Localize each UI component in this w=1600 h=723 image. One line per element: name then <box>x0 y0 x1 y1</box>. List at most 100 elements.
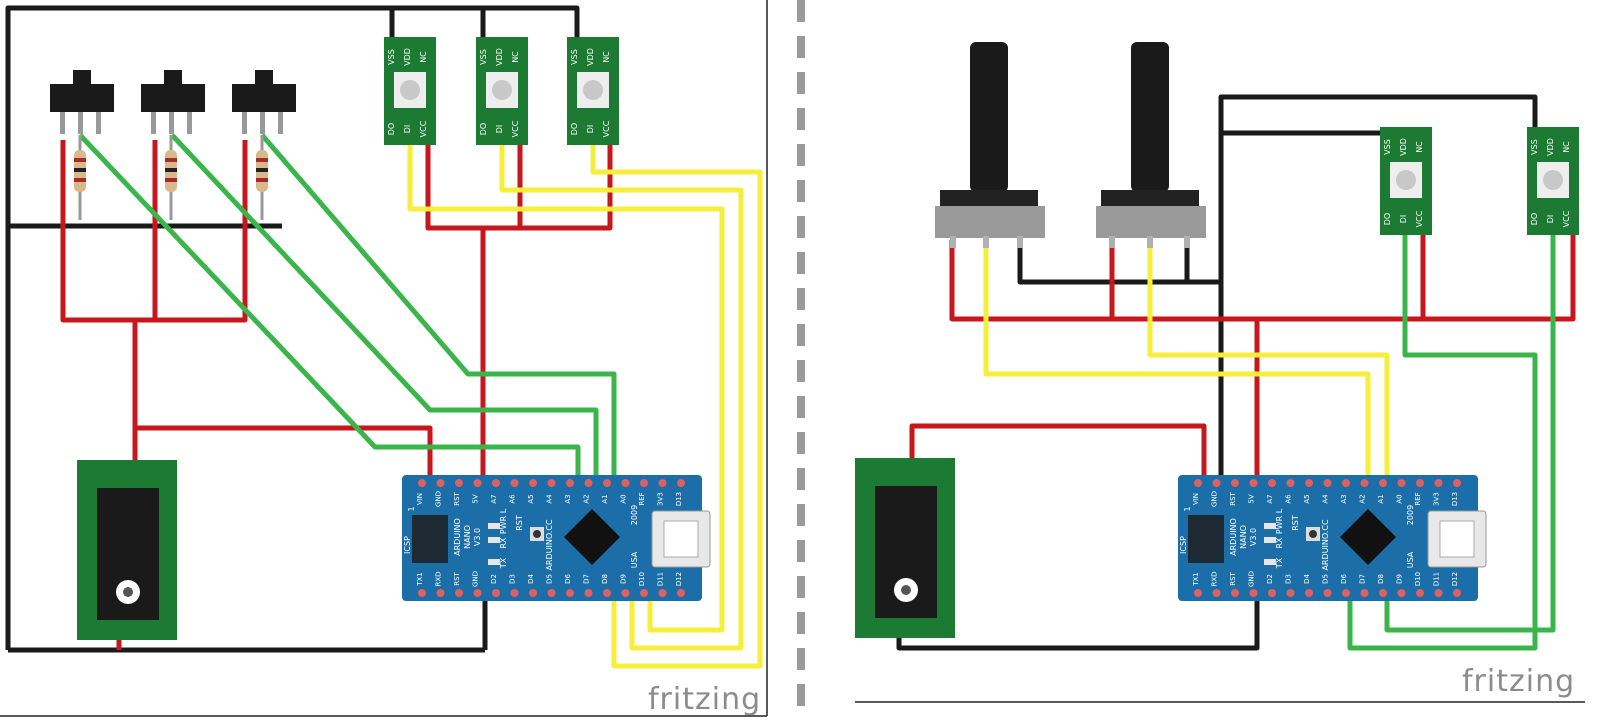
led-l3-pin-vcc: VCC <box>602 120 611 137</box>
nano-right-pin-dot-top <box>1434 479 1443 487</box>
nano-left-pin-a5: A5 <box>527 494 535 503</box>
led-module-l1 <box>384 37 436 145</box>
nano-left-pin-d2: D2 <box>490 574 498 584</box>
led-l3-pin-vss: VSS <box>570 49 579 65</box>
nano-left-pin-a4: A4 <box>546 494 554 504</box>
nano-right-pin-dot-bottom <box>1342 589 1350 597</box>
nano-right-label-l: L <box>1275 508 1284 513</box>
led-r1-pin-nc: NC <box>1415 141 1424 153</box>
nano-right-pin-dot-top <box>1305 479 1313 487</box>
nano-left-pin-a0: A0 <box>620 494 628 503</box>
nano-right-pin-d2: D2 <box>1266 574 1274 584</box>
resistor-1 <box>74 135 86 220</box>
nano-left-label-year: 2009 <box>630 505 639 525</box>
nano-right-pin-ref: REF <box>1414 492 1422 505</box>
led-module-r1 <box>1380 127 1432 235</box>
nano-left-pin-dot-bottom <box>492 589 500 597</box>
nano-right-pin-vin: VIN <box>1192 493 1200 505</box>
nano-right-label-icsp: ICSP <box>1179 536 1188 554</box>
led-l2-pin-vcc: VCC <box>511 120 520 137</box>
nano-left-pin-d12: D12 <box>675 572 683 586</box>
nano-left-pin-dot-top <box>640 479 648 487</box>
fritzing-logo-right: fritzing <box>1462 664 1576 699</box>
nano-right-pin-a6: A6 <box>1285 494 1293 504</box>
led-r1-pin-vdd: VDD <box>1399 138 1408 156</box>
nano-left-label-nano: NANO <box>463 525 472 549</box>
nano-left-pin-d5: D5 <box>546 574 554 584</box>
nano-right-pin-dot-bottom <box>1286 589 1295 597</box>
nano-left-pin-dot-bottom <box>455 589 463 597</box>
right-yellow-wires <box>983 240 1390 483</box>
nano-left-pin-dot-top <box>658 479 667 487</box>
right-black-wires <box>896 94 1538 651</box>
nano-right-pin-dot-bottom <box>1323 589 1332 597</box>
nano-right-label-usa: USA <box>1406 551 1415 568</box>
nano-left-pin-5v: 5V <box>472 494 480 503</box>
nano-right-label-nano: NANO <box>1239 525 1248 549</box>
led-l2-pin-vss: VSS <box>479 49 488 65</box>
nano-left-pin-rst: RST <box>453 491 461 505</box>
nano-left-pin-dot-top <box>436 479 445 487</box>
led-l1-pin-vcc: VCC <box>419 120 428 137</box>
nano-left-label-tx: TX <box>499 557 508 569</box>
nano-right-pin-tx1: TX1 <box>1192 572 1200 587</box>
nano-right-pin-dot-top <box>1286 479 1295 487</box>
nano-right-pin-dot-top <box>1231 479 1239 487</box>
nano-left-pin-d9: D9 <box>620 574 628 584</box>
nano-right-pin-d7: D7 <box>1359 574 1367 584</box>
nano-left-pin-a1: A1 <box>601 494 609 503</box>
led-l1-pin-vdd: VDD <box>403 48 412 66</box>
nano-right-pin-rst: RST <box>1229 571 1237 585</box>
nano-right-pin-dot-bottom <box>1360 589 1369 597</box>
power-jack-right <box>855 458 955 638</box>
led-r2-pin-vcc: VCC <box>1562 210 1571 227</box>
nano-left-label-usa: USA <box>630 551 639 568</box>
nano-left-pin-dot-bottom <box>658 589 667 597</box>
nano-left-pin-vin: VIN <box>416 493 424 505</box>
led-l2-pin-do: DO <box>479 123 488 135</box>
led-module-l3 <box>567 37 619 145</box>
nano-right-pin-dot-top <box>1342 479 1350 487</box>
nano-left-pin-dot-top <box>566 479 574 487</box>
nano-right-pin-dot-top <box>1453 479 1461 487</box>
potentiometer-2 <box>1096 42 1206 248</box>
nano-right-pin-dot-top <box>1249 479 1258 487</box>
switch-2 <box>141 70 205 134</box>
resistor-3 <box>256 135 268 220</box>
nano-right-pin-dot-top <box>1360 479 1369 487</box>
right-red-wires <box>909 228 1576 483</box>
nano-left-pin-dot-top <box>584 479 593 487</box>
nano-right-pin-a4: A4 <box>1322 494 1330 504</box>
nano-left-pin-d6: D6 <box>564 574 572 584</box>
nano-left-pin-3v3: 3V3 <box>657 492 665 506</box>
nano-right-pin-a5: A5 <box>1303 494 1311 503</box>
nano-right-label-year: 2009 <box>1406 505 1415 525</box>
nano-right-pin-d4: D4 <box>1303 574 1311 584</box>
led-l3-pin-di: DI <box>586 125 595 134</box>
left-yellow-wires <box>407 145 763 669</box>
nano-right-pin-d10: D10 <box>1414 572 1422 586</box>
led-l2-pin-di: DI <box>495 125 504 134</box>
nano-left-pin-dot-bottom <box>418 589 426 597</box>
nano-right-pin-dot-bottom <box>1397 589 1406 597</box>
fritzing-logo-left: fritzing <box>648 682 762 717</box>
nano-left-pin-rst: RST <box>453 571 461 585</box>
nano-right-pin-dot-bottom <box>1416 589 1424 597</box>
nano-right-pin-a1: A1 <box>1377 494 1385 503</box>
nano-left-pin-d7: D7 <box>583 574 591 584</box>
nano-right-pin-dot-bottom <box>1379 589 1387 597</box>
left-green-wires <box>78 133 617 483</box>
nano-left-pin-dot-top <box>510 479 519 487</box>
nano-left-pin-dot-bottom <box>640 589 648 597</box>
nano-left-pin-dot-bottom <box>510 589 519 597</box>
resistor-2 <box>165 135 177 220</box>
nano-right-pin-d3: D3 <box>1285 574 1293 584</box>
nano-left-pin-d4: D4 <box>527 574 535 584</box>
nano-left-label-arduino-cc: ARDUINO.CC <box>545 519 554 570</box>
nano-right-pin-a7: A7 <box>1266 494 1274 503</box>
nano-left-pin-tx1: TX1 <box>416 572 424 587</box>
nano-left-pin-rxd: RXD <box>435 571 443 586</box>
nano-right-pin-dot-bottom <box>1434 589 1443 597</box>
nano-right-pin-3v3: 3V3 <box>1433 492 1441 506</box>
